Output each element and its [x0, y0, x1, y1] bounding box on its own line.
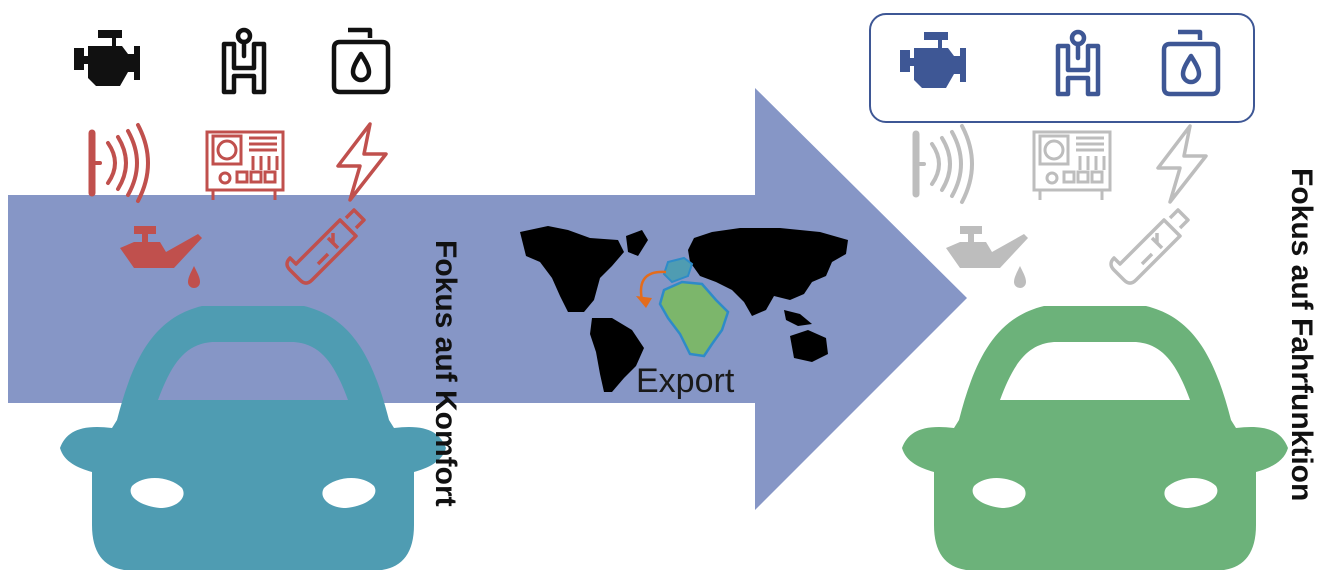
- south-america: [590, 318, 644, 392]
- australia: [790, 330, 828, 362]
- left-vertical-label: Fokus auf Komfort: [429, 240, 462, 507]
- control-unit-icon: [1032, 130, 1112, 202]
- north-america: [520, 226, 624, 312]
- europe-highlight: [662, 256, 694, 284]
- control-unit-icon: [205, 130, 285, 202]
- sensor-icon: [916, 126, 972, 202]
- eurasia: [688, 228, 848, 316]
- core-icons-left: [74, 30, 388, 92]
- export-label: Export: [636, 362, 735, 400]
- greenland: [626, 230, 648, 256]
- transmission-icon: [224, 30, 264, 92]
- process-arrow: [8, 88, 967, 510]
- battery-icon: [1109, 208, 1190, 285]
- export-arrowhead: [636, 296, 652, 308]
- africa-highlight: [658, 280, 730, 358]
- right-vertical-label: Fokus auf Fahrfunktion: [1285, 168, 1318, 502]
- export-arrow-icon: [639, 270, 667, 301]
- world-map: [520, 226, 848, 392]
- southeast-asia: [784, 310, 812, 326]
- oil-can-icon: [946, 226, 1028, 288]
- lightning-icon: [336, 122, 388, 202]
- lightning-icon: [1156, 124, 1208, 204]
- fuel-tank-icon: [334, 30, 388, 92]
- sensor-icon: [92, 125, 148, 201]
- car-right-icon: [902, 306, 1288, 570]
- engine-icon: [74, 30, 140, 86]
- comfort-icons-right: [916, 124, 1208, 288]
- fokus-core-box: [869, 13, 1255, 123]
